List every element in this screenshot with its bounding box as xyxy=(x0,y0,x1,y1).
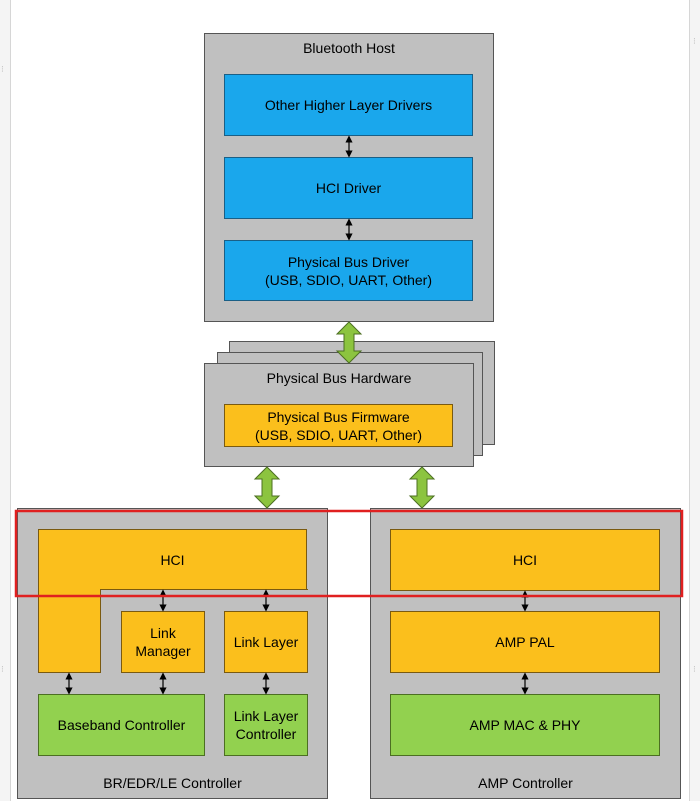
amp-pal-block: AMP PAL xyxy=(390,611,660,673)
amp-hci-label: HCI xyxy=(512,552,538,568)
amp-mac-phy-block: AMP MAC & PHY xyxy=(390,694,660,756)
link-layer-controller-block: Link Layer Controller xyxy=(224,694,308,756)
edge-mark: ⁝ xyxy=(1,664,4,674)
page-edge-left: ⁝ ⁝ xyxy=(0,0,11,801)
br-hci-label: HCI xyxy=(160,552,185,568)
link-manager-block: Link Manager xyxy=(121,611,205,673)
link-layer-label: Link Layer xyxy=(233,634,299,650)
amp-hci-block: HCI xyxy=(390,529,660,591)
amp-pal-label: AMP PAL xyxy=(495,634,555,650)
green-arrow-host-to-bus xyxy=(335,321,363,364)
br-edr-le-controller-title: BR/EDR/LE Controller xyxy=(103,775,242,791)
hci-highlight-box xyxy=(14,509,684,598)
physical-bus-hardware-title: Physical Bus Hardware xyxy=(266,370,412,386)
hci-driver-label: HCI Driver xyxy=(315,180,382,196)
other-higher-layer-drivers-label: Other Higher Layer Drivers xyxy=(264,97,433,113)
bluetooth-host-title: Bluetooth Host xyxy=(303,40,395,56)
br-hci-block: HCI xyxy=(38,529,307,590)
hci-leg-edge xyxy=(100,589,308,590)
page-edge-right: ⁝ ⁝ xyxy=(689,0,700,801)
link-manager-label: Link Manager xyxy=(135,625,191,659)
edge-mark: ⁝ xyxy=(1,64,4,74)
baseband-controller-label: Baseband Controller xyxy=(57,717,186,733)
green-arrow-bus-to-br-controller xyxy=(253,466,281,509)
amp-controller-title: AMP Controller xyxy=(478,775,573,791)
br-hci-block-leg xyxy=(38,589,101,673)
physical-bus-firmware-label: Physical Bus Firmware (USB, SDIO, UART, … xyxy=(255,408,422,443)
amp-mac-phy-label: AMP MAC & PHY xyxy=(469,717,581,733)
link-layer-block: Link Layer xyxy=(224,611,308,673)
green-arrow-bus-to-amp-controller xyxy=(408,466,436,509)
edge-mark: ⁝ xyxy=(693,36,696,46)
physical-bus-firmware-block: Physical Bus Firmware (USB, SDIO, UART, … xyxy=(224,404,453,447)
edge-mark: ⁝ xyxy=(693,664,696,674)
link-layer-controller-label: Link Layer Controller xyxy=(233,708,299,742)
physical-bus-driver-label: Physical Bus Driver (USB, SDIO, UART, Ot… xyxy=(265,253,432,288)
baseband-controller-block: Baseband Controller xyxy=(38,694,205,756)
